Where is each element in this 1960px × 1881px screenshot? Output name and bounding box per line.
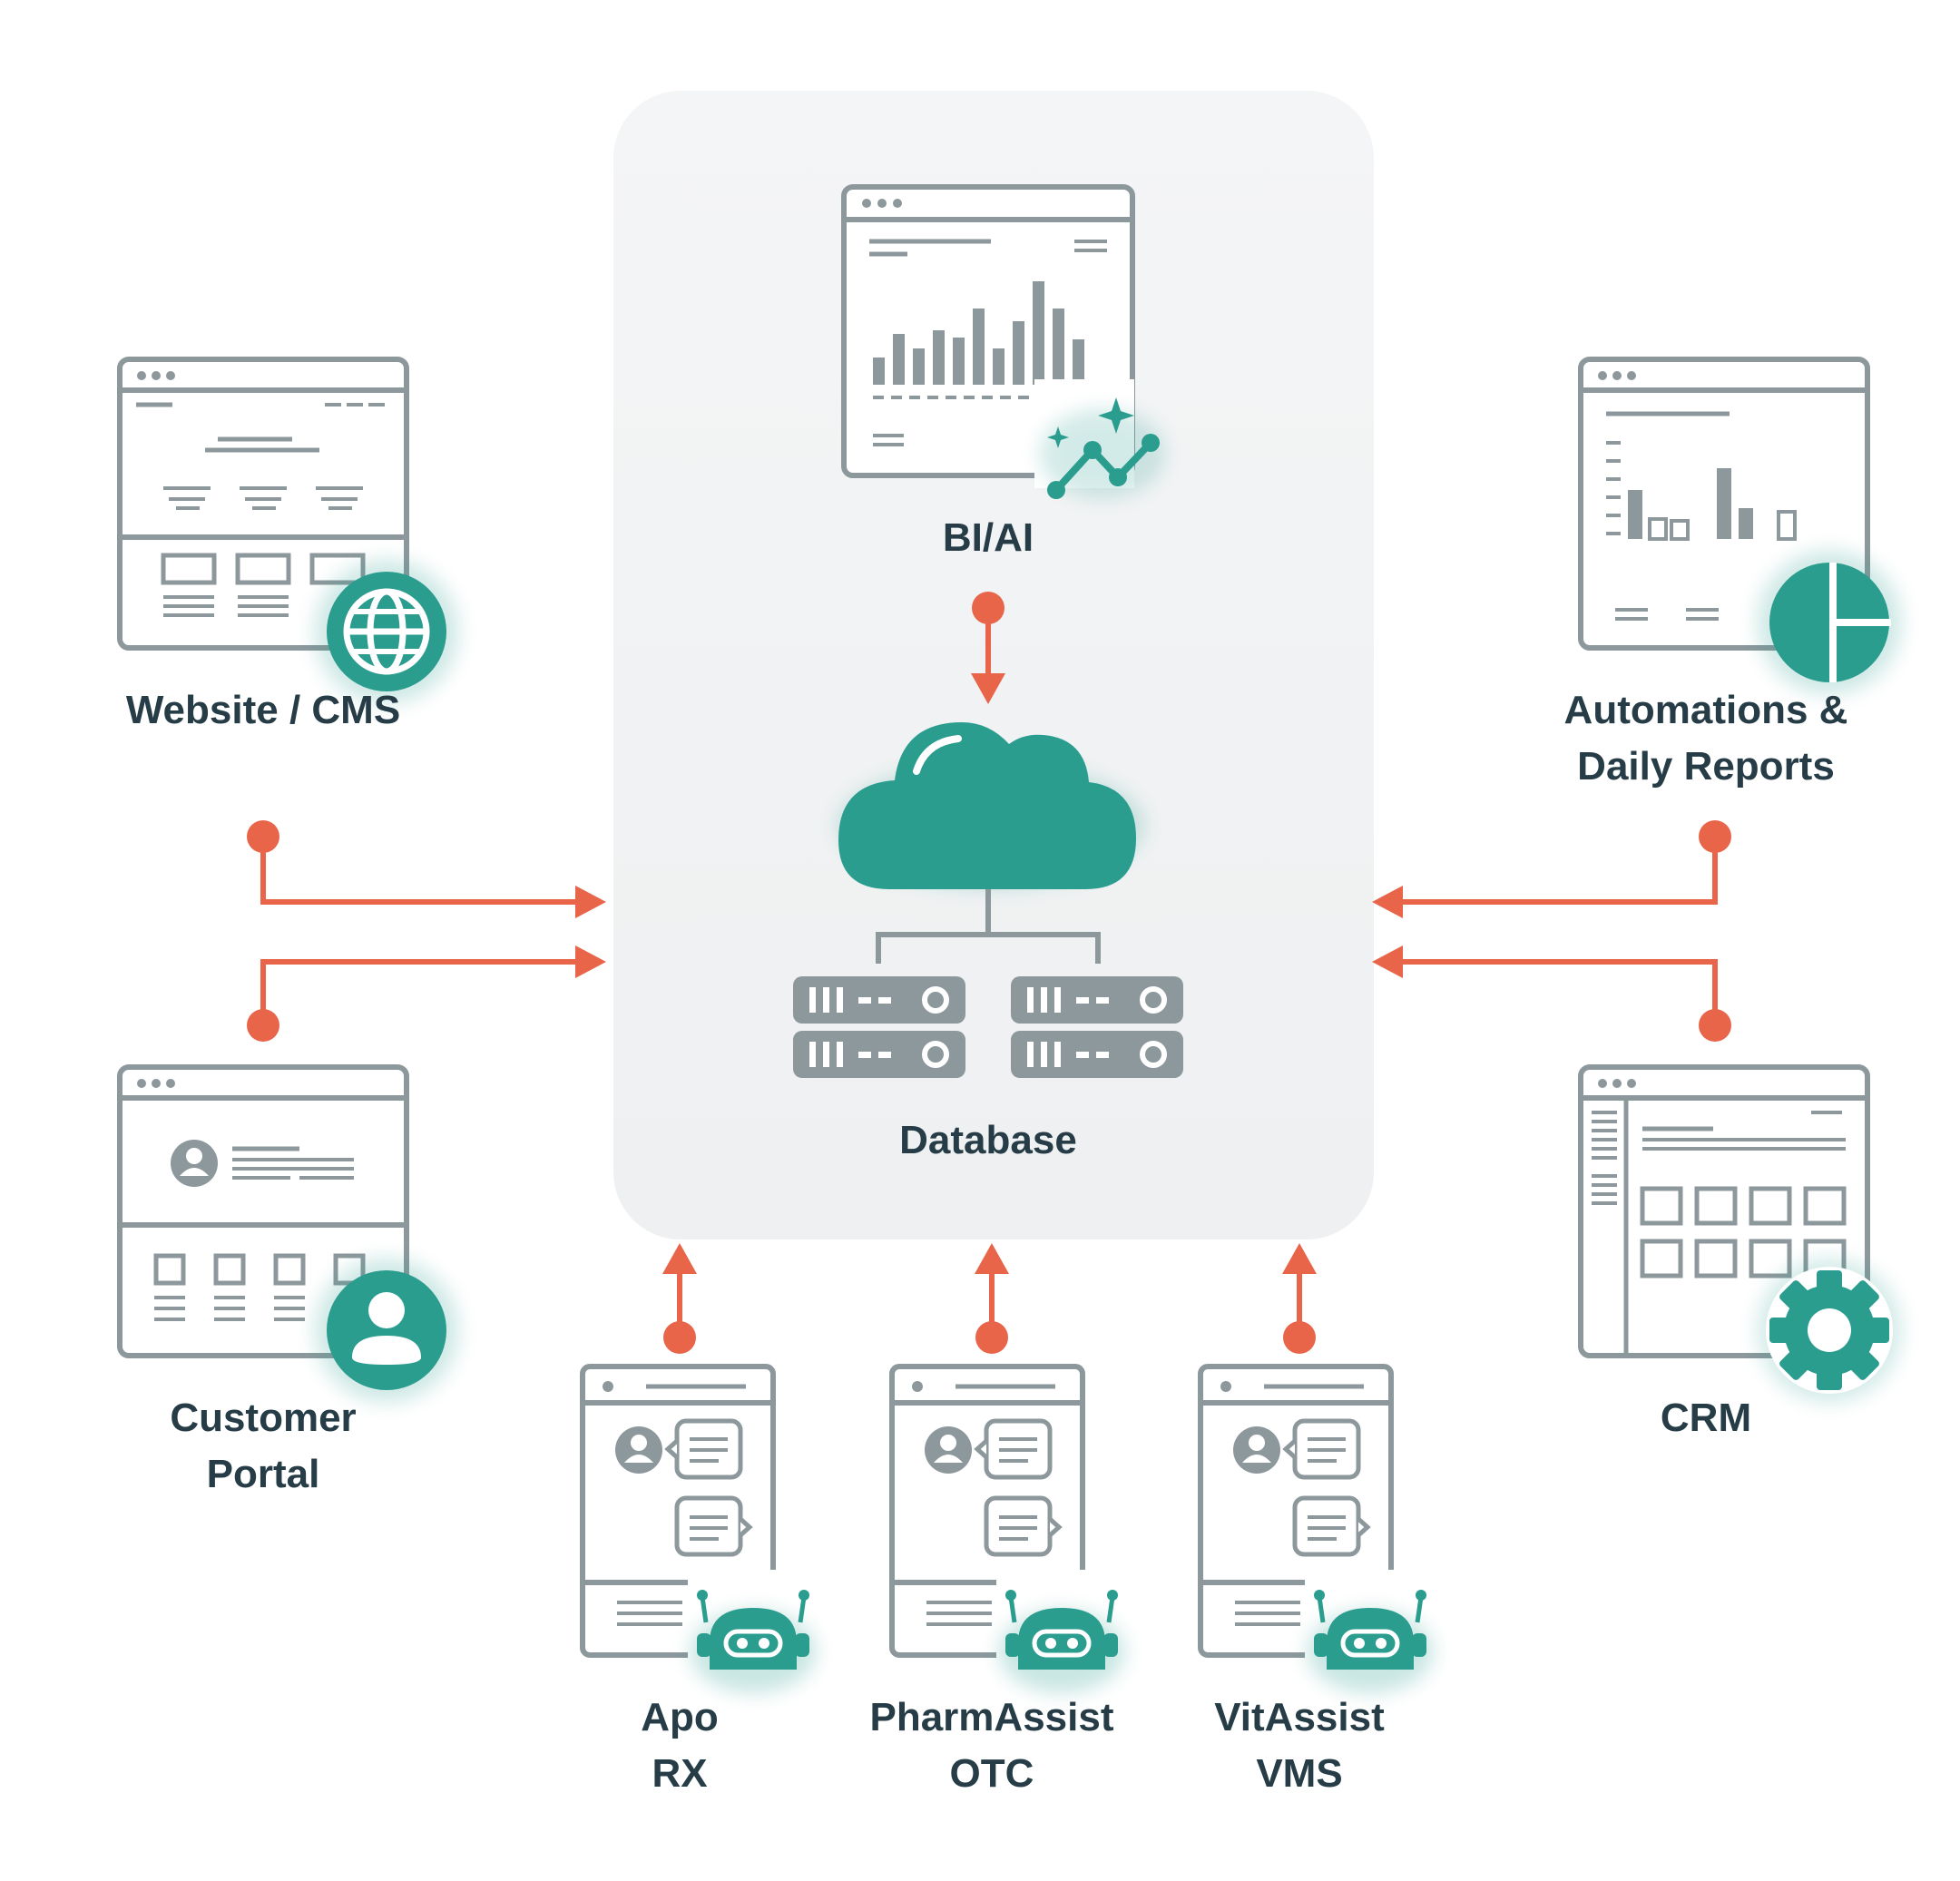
customer-portal-label: Customer Portal — [170, 1396, 357, 1496]
pharmassist-label: PharmAssist OTC — [869, 1695, 1114, 1796]
bi-to-database-arrow — [971, 592, 1005, 704]
pie-chart-icon — [1757, 550, 1902, 695]
sparkle-chart-icon — [1034, 379, 1166, 499]
automations-label: Automations & Daily Reports — [1563, 688, 1848, 789]
robot-icon — [1305, 1570, 1434, 1693]
cloud-database-icon — [793, 722, 1183, 1078]
website-connector — [247, 820, 606, 918]
user-icon — [314, 1258, 459, 1403]
globe-icon — [314, 559, 459, 704]
central-panel — [613, 91, 1374, 1239]
crm-label: CRM — [1660, 1396, 1752, 1440]
bi-ai-label: BI/AI — [942, 515, 1034, 560]
apo-label: Apo RX — [641, 1695, 719, 1796]
customer-portal-connector — [247, 945, 606, 1042]
pharmassist-connector — [975, 1243, 1009, 1354]
apo-connector — [662, 1243, 697, 1354]
website-window — [117, 357, 409, 651]
automations-connector — [1372, 820, 1731, 918]
gear-icon — [1757, 1258, 1902, 1403]
robot-icon — [688, 1570, 817, 1693]
crm-connector — [1372, 945, 1731, 1042]
vitassist-label: VitAssist VMS — [1214, 1695, 1385, 1796]
vitassist-connector — [1282, 1243, 1317, 1354]
database-label: Database — [899, 1118, 1077, 1162]
website-label: Website / CMS — [125, 688, 401, 732]
robot-icon — [996, 1570, 1125, 1693]
